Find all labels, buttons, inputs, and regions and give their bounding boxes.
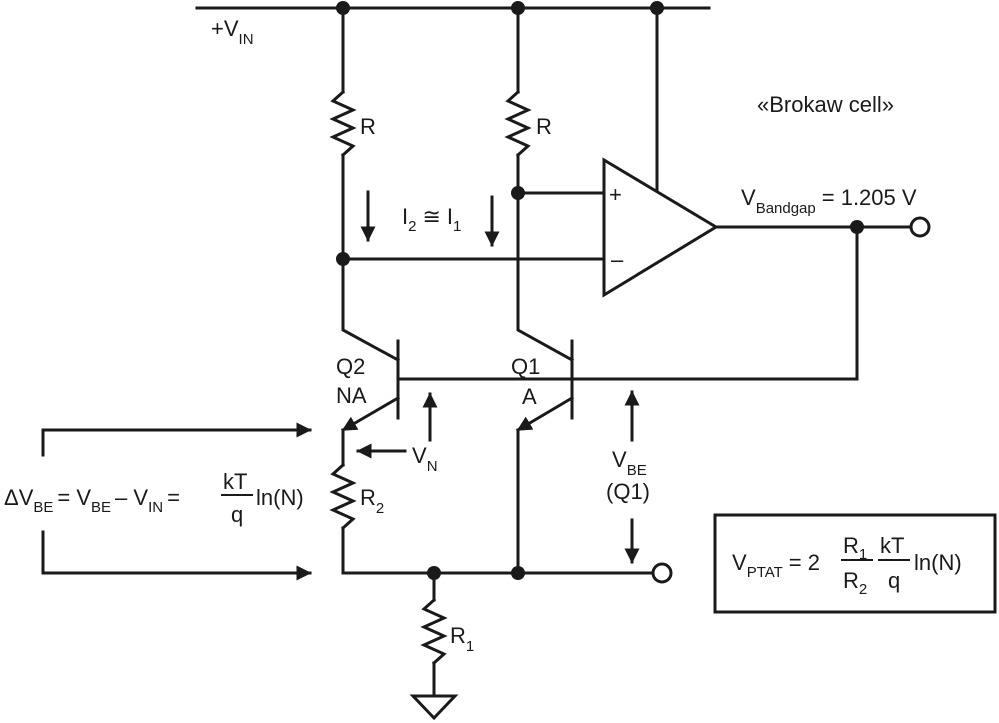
vbe-label: VBE [612, 447, 647, 479]
base-feedback-wire [396, 225, 859, 381]
opamp-plus-sign: + [609, 182, 622, 207]
vbe-q1-label: (Q1) [606, 479, 650, 504]
delta-vbe-top-arrow [41, 422, 312, 457]
ptat-den2: q [888, 568, 900, 593]
op-amp [602, 157, 719, 298]
left-collector-wire [341, 153, 401, 363]
r-left-label: R [360, 114, 376, 139]
q2-emitter [340, 395, 401, 433]
junction-dot [511, 1, 525, 15]
title-brokaw-cell: «Brokaw cell» [757, 92, 894, 117]
q1-name: Q1 [511, 354, 540, 379]
delta-eq-lhs: ΔVBE= VBE– VIN= [4, 485, 180, 516]
junction-dot [336, 252, 350, 266]
junction-dot [511, 186, 525, 200]
q1-emitter [515, 395, 575, 433]
ptat-tail: ln(N) [914, 550, 962, 575]
junction-dot [511, 566, 525, 580]
r2-label: R2 [360, 485, 384, 517]
vbe-terminal [651, 562, 673, 584]
q2-area: NA [336, 383, 367, 408]
ptat-num1: R1 [843, 533, 867, 563]
delta-eq-numerator: kT [223, 469, 247, 494]
resistor-r1 [420, 597, 448, 666]
supply-label: +VIN [211, 16, 254, 48]
resistor-r-right [504, 89, 532, 158]
output-terminal [909, 216, 931, 238]
bottom-node-wire [341, 526, 654, 575]
vn-label: VN [412, 443, 438, 475]
delta-eq-denominator: q [231, 502, 243, 527]
junction-dot [336, 1, 350, 15]
resistor-r-left [329, 89, 357, 158]
vbandgap-label: VBandgap= 1.205 V [741, 185, 917, 217]
ptat-equation-box [713, 513, 997, 614]
opamp-minus-sign: – [611, 247, 624, 272]
delta-vbe-bottom-arrow [41, 530, 312, 581]
ptat-equation: VPTAT= 2 R1 R2 kT q ln(N) [732, 533, 962, 598]
r-right-label: R [536, 114, 552, 139]
ptat-den1: R2 [843, 568, 867, 598]
q1-area: A [522, 384, 537, 409]
junction-dot [850, 220, 864, 234]
current-label: I2≅I1 [402, 204, 461, 235]
ptat-num2: kT [880, 533, 904, 558]
resistor-r2 [329, 462, 357, 531]
r1-label: R1 [450, 623, 474, 655]
ptat-lhs: VPTAT= 2 [732, 550, 820, 581]
delta-vbe-equation: ΔVBE= VBE– VIN= kT q ln(N) [4, 469, 304, 527]
junction-dot [650, 1, 664, 15]
delta-eq-tail: ln(N) [256, 485, 304, 510]
ground-icon [409, 694, 459, 721]
right-collector-wire [516, 153, 575, 363]
junction-dot [427, 566, 441, 580]
q2-name: Q2 [336, 354, 365, 379]
